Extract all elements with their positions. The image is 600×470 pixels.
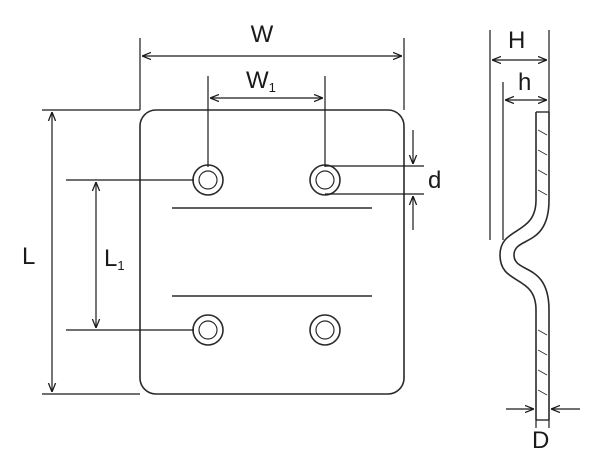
dimension-h-lower: h bbox=[502, 69, 547, 240]
side-profile-inner bbox=[513, 112, 550, 420]
label-l1-sub: 1 bbox=[117, 258, 124, 273]
label-l1-main: L bbox=[104, 245, 117, 272]
side-hatch bbox=[537, 129, 548, 396]
dimension-d: d bbox=[325, 130, 441, 230]
side-profile-outer bbox=[499, 112, 537, 420]
front-view: W W1 L L1 bbox=[22, 21, 441, 395]
dimension-l1: L1 bbox=[66, 179, 194, 331]
hole-bottom-right bbox=[309, 314, 341, 346]
label-d: d bbox=[428, 167, 441, 194]
dimension-h-upper: H bbox=[489, 27, 550, 240]
label-h-lower: h bbox=[518, 69, 531, 96]
hole-top-right bbox=[309, 164, 341, 196]
hole-top-left bbox=[192, 164, 224, 196]
dimension-l: L bbox=[22, 109, 140, 395]
plate-outline bbox=[139, 109, 405, 395]
hole-bottom-left bbox=[192, 314, 224, 346]
dimension-thickness: D bbox=[506, 409, 580, 454]
label-w1-sub: 1 bbox=[269, 80, 276, 95]
svg-text:W1: W1 bbox=[246, 67, 276, 95]
label-w1-main: W bbox=[246, 67, 269, 94]
label-h-upper: H bbox=[508, 27, 525, 54]
dimension-w: W bbox=[139, 21, 405, 110]
label-thickness: D bbox=[532, 427, 549, 454]
label-w: W bbox=[251, 21, 274, 48]
label-l: L bbox=[22, 243, 35, 270]
dimension-w1: W1 bbox=[207, 67, 326, 167]
side-view: H h D bbox=[489, 27, 580, 454]
svg-text:L1: L1 bbox=[104, 245, 125, 273]
